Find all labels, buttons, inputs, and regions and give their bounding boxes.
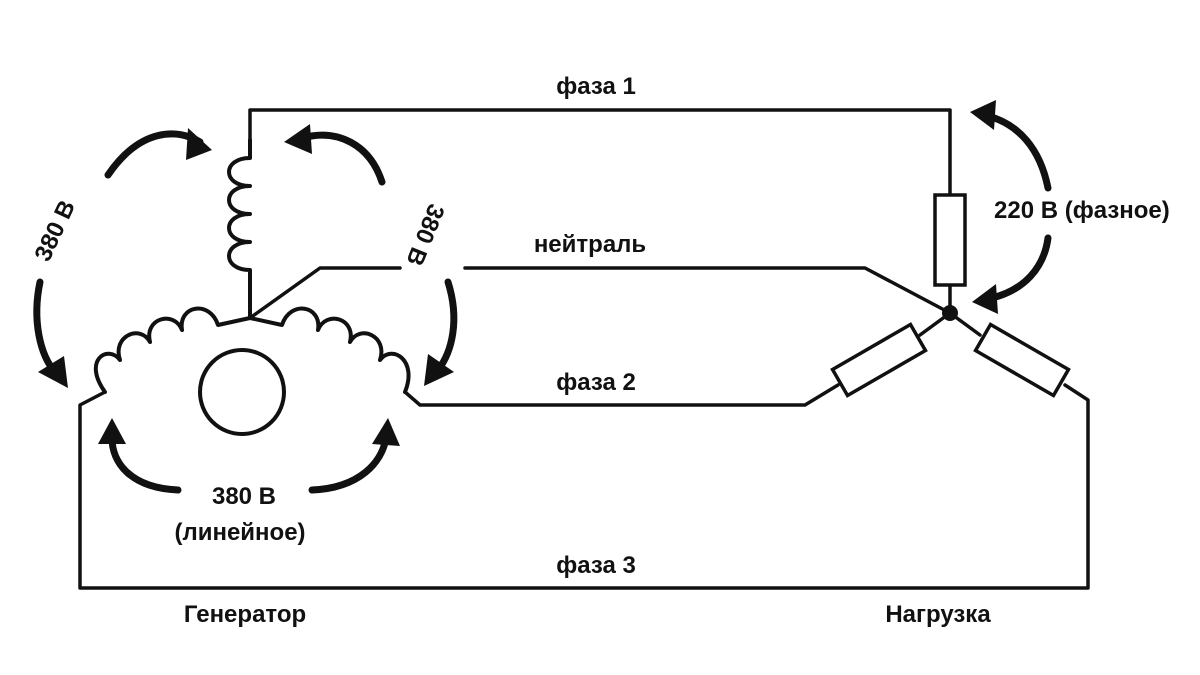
load-resistor-phase3 — [973, 322, 1071, 398]
arrowhead-left-bottom — [38, 356, 68, 388]
phase1-wire — [248, 108, 952, 197]
arrowhead-phase-bottom — [972, 284, 998, 314]
label-line-voltage-bottom-note: (линейное) — [174, 519, 305, 546]
phase2-wire — [403, 383, 840, 407]
label-phase3: фаза 3 — [556, 552, 636, 579]
phase3-wire — [78, 383, 1090, 590]
load-resistor-phase1 — [933, 193, 967, 287]
generator-coil-phase1 — [227, 138, 252, 320]
arrow-right-380v-lower — [434, 278, 458, 374]
arrow-phase-voltage-bottom — [988, 234, 1052, 302]
arrowhead-right-bottom — [424, 354, 454, 386]
label-load: Нагрузка — [885, 601, 991, 628]
arrow-bottom-left — [108, 434, 182, 494]
neutral-wire — [248, 266, 402, 320]
arrow-right-380v — [298, 131, 386, 186]
label-line-voltage-bottom: 380 В — [212, 483, 276, 510]
label-phase2: фаза 2 — [556, 369, 636, 396]
arrowhead-left-top — [186, 128, 212, 160]
label-neutral: нейтраль — [534, 231, 646, 258]
neutral-wire-right — [463, 266, 952, 315]
generator-coil-phase3 — [93, 306, 252, 394]
label-phase-voltage: 220 В (фазное) — [994, 197, 1170, 224]
arrow-left-380v-lower — [33, 278, 59, 376]
arrowhead-phase-top — [970, 100, 996, 130]
arrowhead-bottom-right — [372, 418, 400, 446]
label-generator: Генератор — [184, 601, 306, 628]
generator-rotor — [198, 348, 286, 436]
arrowhead-right-top — [284, 124, 312, 154]
arrow-left-380v — [104, 130, 204, 179]
label-line-voltage-left: 380 В — [29, 196, 81, 265]
arrow-bottom-right — [308, 434, 390, 494]
arrow-phase-voltage-top — [984, 112, 1052, 192]
label-phase1: фаза 1 — [556, 73, 636, 100]
load-star-point — [942, 305, 958, 321]
arrowhead-bottom-left — [98, 418, 126, 444]
load-resistor-phase2 — [830, 322, 928, 398]
label-line-voltage-right: 380 В — [400, 200, 449, 269]
generator-coil-phase2 — [248, 306, 411, 394]
